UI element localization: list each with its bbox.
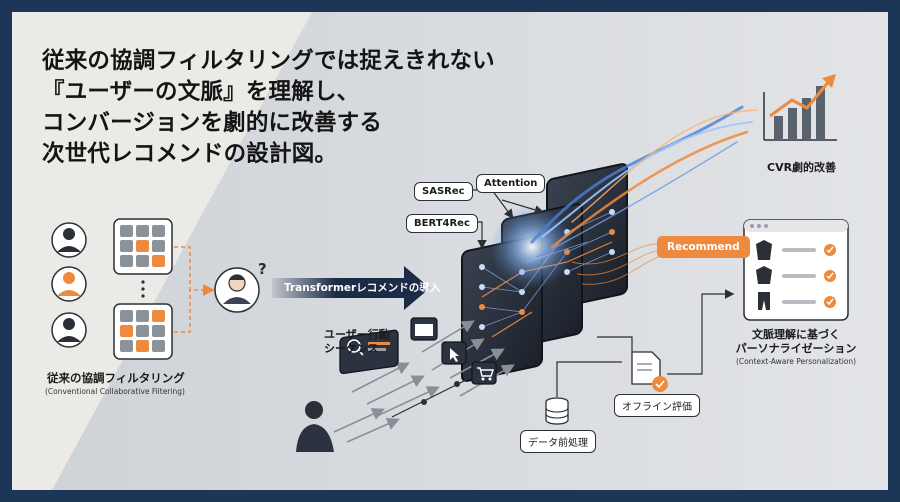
- glow-core: [490, 205, 574, 289]
- cvr-label: CVR劇的改善: [767, 161, 837, 174]
- personalization-line-2: パーソナライゼーション: [735, 342, 857, 355]
- recommend-tag: Recommend: [657, 236, 750, 258]
- diagram-graphics: ?: [51, 12, 888, 490]
- recommendation-card: [743, 219, 849, 321]
- user-icon-1: [51, 222, 87, 258]
- personalization-en: (Context-Aware Personalization): [735, 357, 857, 366]
- db-connector: [556, 361, 622, 397]
- cvr-chart-icon: [763, 74, 837, 141]
- attention-pointer: [501, 199, 545, 215]
- personalization-label: 文脈理解に基づく パーソナライゼーション (Context-Aware Pers…: [712, 328, 880, 368]
- eval-to-card-connector: [667, 289, 735, 375]
- rating-matrix-bottom: [113, 303, 173, 360]
- headline-line-1: 従来の協調フィルタリングでは捉えきれない: [42, 48, 495, 74]
- cf-connector-top: [174, 246, 215, 296]
- sasrec-tag: SASRec: [414, 182, 473, 201]
- search-screen-icon: [339, 329, 399, 375]
- window-icon: [410, 317, 438, 341]
- infographic-canvas: ?: [12, 12, 888, 490]
- click-icon: [441, 341, 467, 365]
- recommend-wisps: [571, 243, 663, 285]
- energy-streams: [530, 105, 758, 258]
- sequence-line-2: シーケンス: [324, 342, 379, 355]
- cf-label: 従来の協調フィルタリング: [47, 371, 185, 385]
- eval-connector: [597, 336, 633, 352]
- user-icon-2: [51, 266, 87, 302]
- attention-tag: Attention: [476, 174, 546, 193]
- rating-matrix-top: [113, 218, 173, 275]
- bert4rec-tag: BERT4Rec: [406, 214, 478, 233]
- headline: 従来の協調フィルタリングでは捉えきれない 『ユーザーの文脈』を理解し、 コンバー…: [42, 46, 495, 170]
- document-check-icon: [631, 351, 668, 392]
- personalization-line-1: 文脈理解に基づく: [752, 328, 840, 341]
- cf-connector-bottom: [174, 290, 191, 333]
- confused-person-icon: ?: [214, 260, 267, 313]
- transformer-arrow: [272, 266, 430, 310]
- headline-line-3: コンバージョンを劇的に改善する: [42, 110, 383, 136]
- transformer-arrow-label: Transformerレコメンドの導入: [284, 282, 441, 294]
- offline-eval-tag: オフライン評価: [614, 394, 700, 417]
- user-icon-3: [51, 312, 87, 348]
- preprocess-tag: データ前処理: [520, 430, 596, 453]
- svg-text:?: ?: [258, 260, 267, 278]
- cf-sublabel: (Conventional Collaborative Filtering): [45, 387, 185, 396]
- cart-icon: [471, 361, 497, 385]
- sequence-line-1: ユーザー行動: [324, 328, 390, 341]
- user-person-icon: [296, 401, 334, 452]
- headline-line-2: 『ユーザーの文脈』を理解し、: [42, 79, 360, 105]
- sequence-label: ユーザー行動 シーケンス: [324, 328, 390, 356]
- ellipsis-dots: [141, 280, 145, 298]
- database-icon: [545, 397, 569, 425]
- headline-line-4: 次世代レコメンドの設計図。: [42, 141, 338, 167]
